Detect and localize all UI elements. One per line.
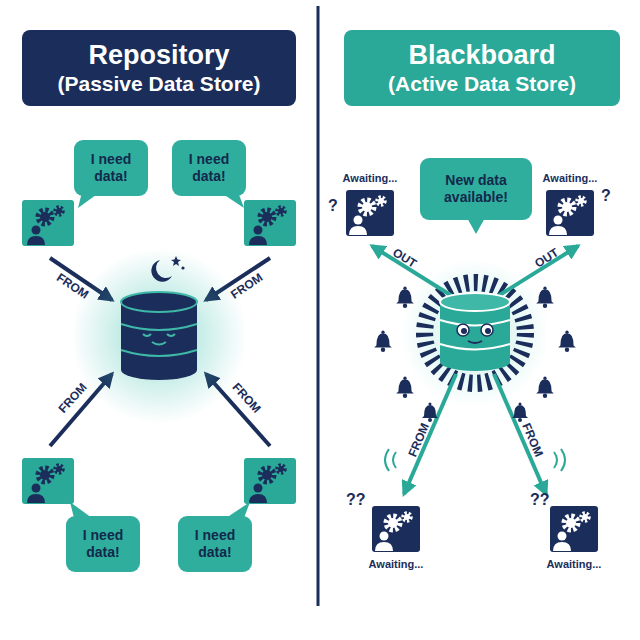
bubble-text: I need data!: [70, 527, 136, 561]
question-mark: ?: [328, 197, 338, 215]
question-mark: ??: [530, 491, 550, 509]
question-mark: ??: [346, 491, 366, 509]
agent-box: Awaiting...: [550, 506, 598, 552]
speech-bubble: I need data!: [178, 516, 252, 572]
bubble-tail: [460, 216, 490, 236]
agent-caption: Awaiting...: [352, 558, 440, 570]
agent-box: Awaiting...: [546, 190, 594, 236]
agent-box: Awaiting...: [372, 506, 420, 552]
agent-icon: [550, 506, 598, 552]
question-mark: ?: [601, 187, 611, 205]
arrow-label: FROM: [55, 380, 89, 416]
panel-heading: Repository(Passive Data Store): [22, 30, 296, 106]
bubble-text: I need data!: [78, 151, 144, 185]
agent-icon: [546, 190, 594, 236]
bubble-text: I need data!: [182, 527, 248, 561]
bubble-tail: [220, 502, 250, 522]
arrow-label: FROM: [229, 380, 263, 416]
speech-bubble: I need data!: [66, 516, 140, 572]
agent-icon: [346, 190, 394, 236]
bubble-tail: [68, 502, 98, 522]
speech-bubble: I need data!: [172, 140, 246, 196]
panel-heading: Blackboard(Active Data Store): [344, 30, 620, 106]
heading-text: Blackboard: [408, 39, 555, 71]
agent-caption: Awaiting...: [326, 172, 414, 184]
bubble-tail: [76, 192, 106, 212]
heading-text: (Active Data Store): [388, 71, 576, 97]
agent-icon: [372, 506, 420, 552]
speech-bubble: I need data!: [74, 140, 148, 196]
agent-caption: Awaiting...: [526, 172, 614, 184]
speech-bubble: New data available!: [420, 158, 532, 220]
heading-text: (Passive Data Store): [57, 71, 260, 97]
agent-caption: Awaiting...: [530, 558, 618, 570]
bubble-text: I need data!: [176, 151, 242, 185]
agent-box: Awaiting...: [346, 190, 394, 236]
heading-text: Repository: [88, 39, 229, 71]
bubble-text: New data available!: [424, 172, 528, 206]
bubble-tail: [214, 192, 244, 212]
